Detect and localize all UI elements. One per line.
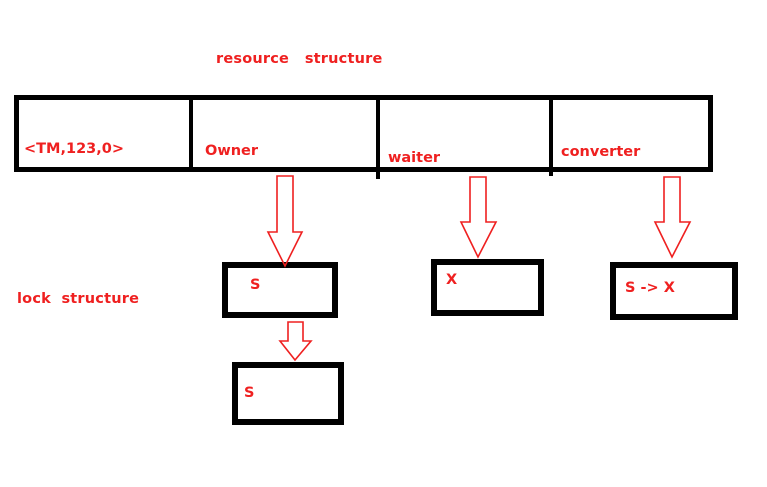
arrow-lock-to-next-lock-icon [278, 321, 313, 362]
arrow-owner-to-lock-icon [266, 175, 304, 268]
lock-box-owner-next [232, 362, 344, 425]
lock-box-owner [222, 262, 338, 318]
lock-box-converter [610, 262, 738, 320]
bar-divider-1 [189, 95, 193, 172]
resource-cell-waiter: waiter [388, 150, 441, 166]
lock-structure-label: lock structure [17, 291, 140, 307]
resource-cell-id: <TM,123,0> [24, 141, 124, 157]
lock-box-owner-next-label: S [244, 385, 255, 401]
lock-box-converter-label: S -> X [625, 280, 675, 296]
bar-divider-3 [549, 95, 553, 176]
lock-box-waiter [431, 259, 544, 316]
resource-structure-bar [14, 95, 713, 172]
lock-box-owner-label: S [250, 277, 261, 293]
lock-box-waiter-label: X [446, 272, 458, 288]
arrow-waiter-to-lock-icon [459, 176, 498, 259]
bar-divider-2 [376, 95, 380, 179]
arrow-converter-to-lock-icon [653, 176, 692, 259]
resource-structure-title: resource structure [216, 51, 383, 67]
resource-cell-converter: converter [561, 144, 641, 160]
resource-cell-owner: Owner [205, 143, 259, 159]
